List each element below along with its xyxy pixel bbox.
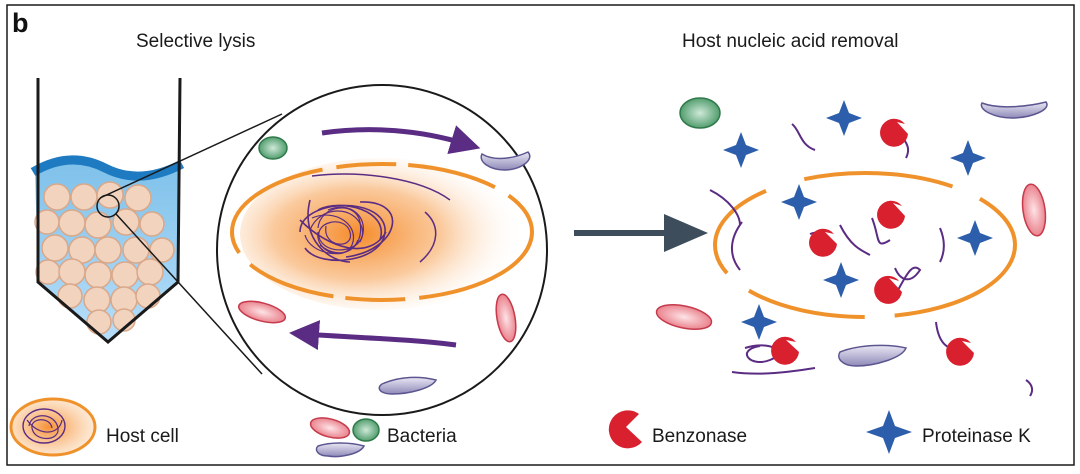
liquid-surface (30, 155, 185, 181)
legend-bacteria-icon (309, 417, 380, 458)
flow-arrow-bottom (289, 320, 457, 351)
panel-letter: b (12, 8, 29, 38)
bacterium-green (258, 136, 288, 160)
host-removal-scene (655, 97, 1048, 397)
legend-host-cell-label: Host cell (106, 426, 179, 447)
bacterium-blue (378, 376, 438, 395)
bacterium-red (655, 304, 713, 330)
zoom-circle-view (216, 84, 548, 416)
benzonase-molecules (771, 118, 974, 366)
zoom-line-bottom (115, 213, 263, 375)
bacterium-red (237, 300, 287, 324)
bacterium-blue (980, 101, 1048, 119)
bacterium-blue (480, 151, 531, 171)
proteinase-k-molecules (723, 100, 993, 340)
legend-host-cell-icon (9, 397, 97, 457)
zoom-line-top (99, 113, 283, 199)
host-dna-tangle (304, 206, 364, 255)
panel-frame (6, 4, 1075, 466)
host-cell-cytoplasm (240, 158, 520, 310)
flow-arrow-top (321, 125, 481, 154)
host-cell-membrane-lysed (713, 171, 1017, 319)
legend-proteinase-k-label: Proteinase K (922, 426, 1031, 447)
tube-outline (36, 77, 182, 344)
legend-bacteria-label: Bacteria (387, 426, 457, 447)
host-cell-membrane-dashed (230, 162, 534, 302)
bacterium-red (1021, 183, 1047, 237)
legend-proteinase-k-icon (866, 410, 912, 454)
bacterium-red (495, 293, 517, 343)
process-arrow (574, 214, 708, 252)
sample-tube (30, 77, 185, 344)
bacterium-green (679, 97, 721, 129)
legend-benzonase-icon (608, 410, 642, 449)
host-removal-title: Host nucleic acid removal (682, 31, 899, 52)
legend-benzonase-label: Benzonase (652, 426, 748, 447)
host-nucleus (299, 199, 394, 263)
legend (9, 397, 912, 458)
selective-lysis-title: Selective lysis (136, 31, 256, 52)
bacterium-blue (838, 344, 908, 367)
